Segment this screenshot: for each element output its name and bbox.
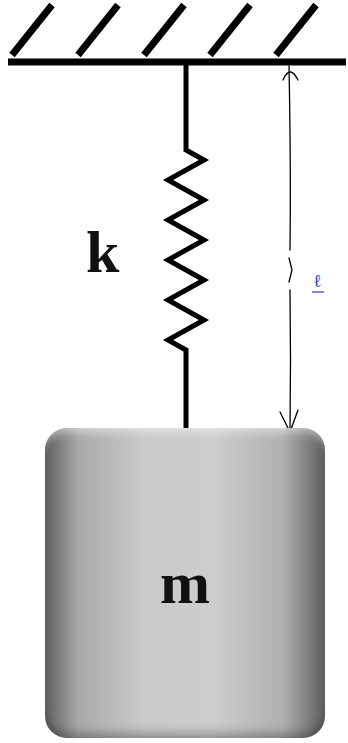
mass-label: m [160,549,210,618]
length-label: ℓ [313,272,322,290]
ceiling-hatching [12,5,316,55]
mass-block: m [45,428,325,738]
length-annotation [280,66,298,432]
annotation-underline [312,291,324,292]
spring-constant-label: k [86,222,119,282]
spring [168,62,204,430]
ceiling [8,59,346,66]
